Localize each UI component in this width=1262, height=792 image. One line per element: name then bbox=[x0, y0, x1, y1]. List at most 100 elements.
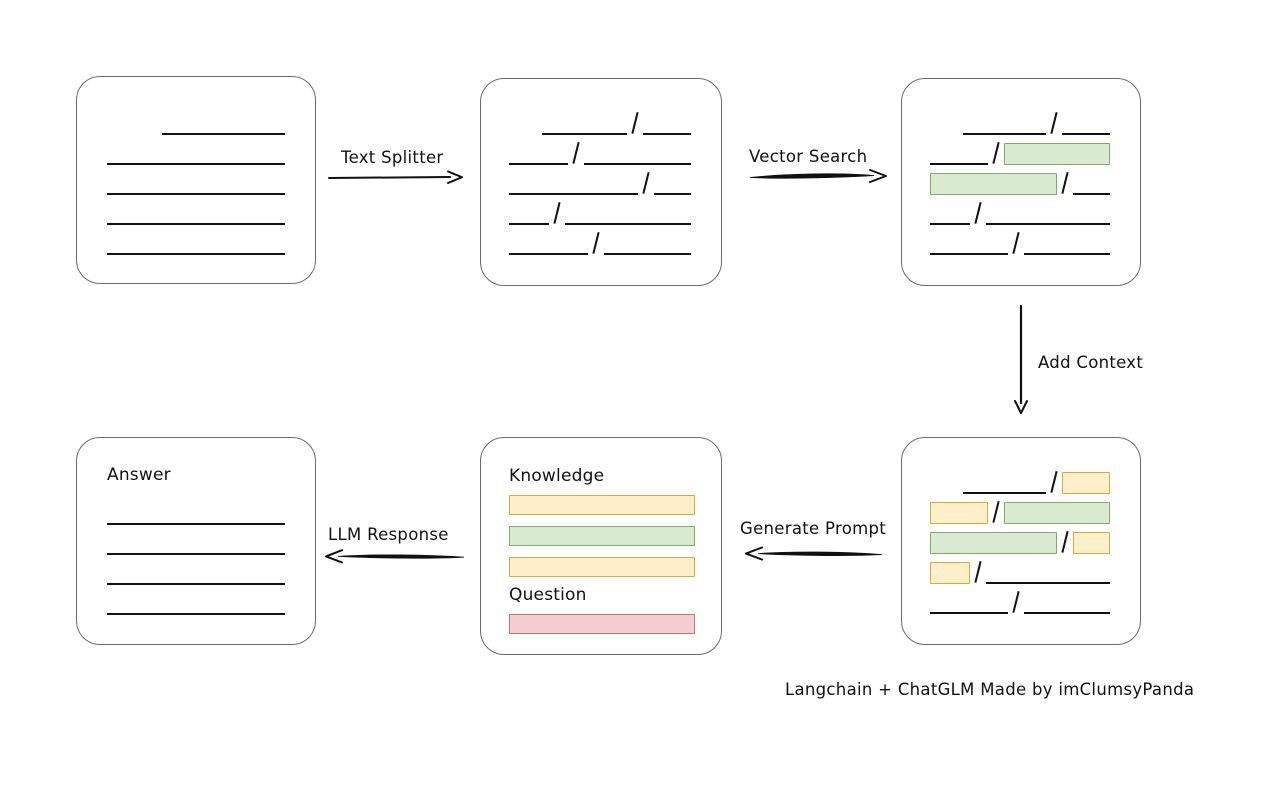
context-chunks-segment-left bbox=[962, 472, 1047, 494]
source-document-row bbox=[107, 141, 285, 171]
card-prompt[interactable]: Knowledge Question bbox=[480, 437, 722, 655]
knowledge-bar-1 bbox=[509, 495, 695, 515]
context-chunks-segment-left bbox=[930, 592, 1009, 614]
source-document-line bbox=[107, 253, 285, 255]
card-source-document[interactable] bbox=[76, 76, 316, 284]
retrieved-chunks-segment-left bbox=[930, 143, 989, 165]
chunk-separator-slash-icon bbox=[1057, 530, 1073, 554]
chunk-separator-slash-icon bbox=[568, 141, 584, 165]
retrieved-chunks-segment-left bbox=[962, 113, 1047, 135]
answer-row bbox=[107, 591, 285, 621]
answer-line bbox=[107, 523, 285, 525]
chunk-separator-slash-icon bbox=[1008, 231, 1024, 255]
retrieved-chunks-segment-left bbox=[930, 173, 1058, 195]
split-chunks-rows bbox=[509, 105, 693, 255]
chunk-separator-slash-icon bbox=[1046, 111, 1062, 135]
retrieved-chunks-segment-left bbox=[930, 203, 971, 225]
answer-row bbox=[107, 561, 285, 591]
context-chunks-row bbox=[930, 494, 1112, 524]
arrow-label-text-splitter: Text Splitter bbox=[341, 148, 444, 167]
split-chunks-segment-right bbox=[565, 203, 691, 225]
arrow-label-llm-response: LLM Response bbox=[328, 525, 449, 544]
retrieved-chunks-segment-right bbox=[1004, 143, 1110, 165]
chunk-separator-slash-icon bbox=[988, 141, 1004, 165]
answer-lines bbox=[107, 501, 285, 621]
chunk-separator-slash-icon bbox=[638, 171, 654, 195]
retrieved-chunks-row bbox=[930, 225, 1112, 255]
source-document-line bbox=[107, 193, 285, 195]
source-document-row bbox=[107, 171, 285, 201]
chunk-separator-slash-icon bbox=[1008, 590, 1024, 614]
arrow-add-context bbox=[1013, 304, 1029, 415]
split-chunks-segment-left bbox=[542, 113, 627, 135]
context-chunks-segment-left bbox=[930, 562, 971, 584]
source-document-row bbox=[107, 231, 285, 261]
context-chunks-segment-right bbox=[1024, 592, 1110, 614]
arrow-label-add-context: Add Context bbox=[1038, 353, 1144, 372]
answer-row bbox=[107, 501, 285, 531]
split-chunks-segment-right bbox=[653, 173, 691, 195]
source-document-content bbox=[77, 77, 315, 283]
knowledge-heading: Knowledge bbox=[509, 466, 605, 486]
split-chunks-segment-right bbox=[642, 113, 691, 135]
question-heading: Question bbox=[509, 585, 587, 605]
context-chunks-row bbox=[930, 584, 1112, 614]
context-chunks-segment-right bbox=[1004, 502, 1110, 524]
arrow-label-generate-prompt: Generate Prompt bbox=[740, 519, 886, 538]
prompt-content: Knowledge Question bbox=[481, 438, 721, 654]
card-context-chunks[interactable] bbox=[901, 437, 1141, 645]
retrieved-chunks-segment-left bbox=[930, 233, 1009, 255]
split-chunks-segment-right bbox=[583, 143, 691, 165]
source-document-line bbox=[107, 163, 285, 165]
context-chunks-row bbox=[930, 524, 1112, 554]
retrieved-chunks-row bbox=[930, 135, 1112, 165]
split-chunks-segment-left bbox=[509, 173, 638, 195]
answer-line bbox=[107, 553, 285, 555]
split-chunks-row bbox=[509, 225, 693, 255]
arrow-vector-search bbox=[748, 168, 888, 184]
split-chunks-row bbox=[509, 135, 693, 165]
context-chunks-segment-right bbox=[986, 562, 1110, 584]
retrieved-chunks-content bbox=[902, 79, 1140, 285]
split-chunks-segment-left bbox=[509, 233, 589, 255]
arrow-text-splitter bbox=[328, 170, 464, 184]
card-retrieved-chunks[interactable] bbox=[901, 78, 1141, 286]
answer-line bbox=[107, 613, 285, 615]
arrow-llm-response bbox=[320, 549, 466, 565]
retrieved-chunks-row bbox=[930, 195, 1112, 225]
retrieved-chunks-row bbox=[930, 105, 1112, 135]
context-chunks-segment-right bbox=[1073, 532, 1110, 554]
source-document-lines bbox=[107, 111, 285, 261]
retrieved-chunks-segment-right bbox=[1024, 233, 1110, 255]
question-bar-1 bbox=[509, 614, 695, 634]
source-document-line bbox=[107, 223, 285, 225]
arrow-generate-prompt bbox=[738, 546, 884, 562]
chunk-separator-slash-icon bbox=[627, 111, 643, 135]
arrow-label-vector-search: Vector Search bbox=[749, 147, 868, 166]
context-chunks-segment-left bbox=[930, 532, 1058, 554]
split-chunks-row bbox=[509, 165, 693, 195]
split-chunks-row bbox=[509, 195, 693, 225]
chunk-separator-slash-icon bbox=[588, 231, 604, 255]
retrieved-chunks-rows bbox=[930, 105, 1112, 255]
answer-line bbox=[107, 583, 285, 585]
answer-heading: Answer bbox=[107, 465, 171, 485]
footer-credit: Langchain + ChatGLM Made by imClumsyPand… bbox=[785, 680, 1195, 699]
chunk-separator-slash-icon bbox=[549, 201, 565, 225]
source-document-row bbox=[107, 201, 285, 231]
context-chunks-content bbox=[902, 438, 1140, 644]
card-answer[interactable]: Answer bbox=[76, 437, 316, 645]
card-split-chunks[interactable] bbox=[480, 78, 722, 286]
chunk-separator-slash-icon bbox=[970, 560, 986, 584]
context-chunks-row bbox=[930, 554, 1112, 584]
context-chunks-segment-left bbox=[930, 502, 989, 524]
context-chunks-row bbox=[930, 464, 1112, 494]
split-chunks-segment-right bbox=[604, 233, 691, 255]
source-document-row bbox=[107, 111, 285, 141]
chunk-separator-slash-icon bbox=[1046, 470, 1062, 494]
split-chunks-segment-left bbox=[509, 203, 550, 225]
context-chunks-segment-right bbox=[1062, 472, 1110, 494]
chunk-separator-slash-icon bbox=[1057, 171, 1073, 195]
answer-row bbox=[107, 531, 285, 561]
